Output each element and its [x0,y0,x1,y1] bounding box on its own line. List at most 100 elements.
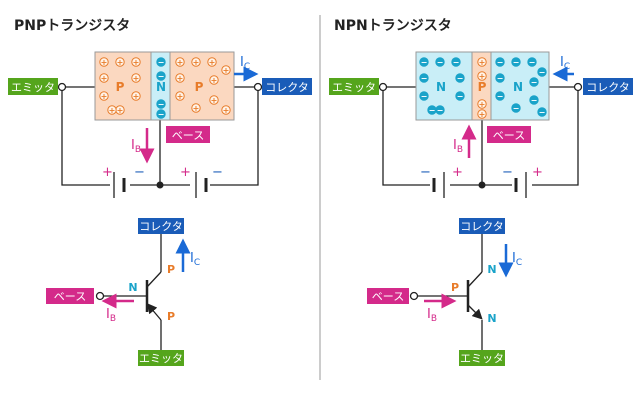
electron-carrier [537,67,547,77]
electron-carrier-sign: − [513,58,520,67]
hole-carrier [207,57,217,67]
npn-symbol-base-label: ベース [372,290,404,303]
hole-carrier [477,109,487,119]
electron-carrier-sign: − [457,74,464,83]
pnp-battery-left-plus: + [102,165,113,180]
hole-carrier [107,105,117,115]
electron-carrier-sign: − [497,74,504,83]
hole-carrier-sign: + [133,58,140,67]
electron-carrier [455,73,465,83]
hole-carrier-sign: + [133,92,140,101]
electron-carrier-sign: − [497,58,504,67]
electron-carrier-sign: − [539,108,546,117]
electron-carrier [427,105,437,115]
pnp-symbol-emitter-arrow [146,303,162,321]
hole-carrier-sign: + [101,74,108,83]
hole-carrier [477,57,487,67]
pnp-symbol-p-bottom: P [167,310,175,323]
npn-collector-tag [583,78,633,95]
pnp-symbol-emitter-tag [138,350,184,366]
npn-battery-left-minus: − [420,165,431,180]
pnp-battery-left-minus: − [134,165,145,180]
pnp-symbol-base-tag [46,288,94,304]
npn-junction-dot [478,181,486,189]
npn-ib-label: IB [453,138,463,155]
npn-symbol-collector-tag [459,218,505,234]
hole-carrier [131,91,141,101]
hole-carrier-sign: + [177,74,184,83]
pnp-collector-tag-label: コレクタ [265,81,309,94]
hole-carrier [99,73,109,83]
npn-symbol: コレクタ エミッタ ベース P N N IC IB [367,218,522,366]
electron-carrier-sign: − [531,78,538,87]
electron-carrier [435,57,445,67]
hole-carrier-sign: + [101,92,108,101]
electron-carrier [419,57,429,67]
pnp-emitter-terminal [57,82,67,92]
electron-carrier-sign: − [531,96,538,105]
electron-carrier [529,77,539,87]
npn-ic-label: IC [560,55,570,72]
hole-carrier-sign: + [479,72,486,81]
pnp-collector-tag [262,78,312,95]
electron-carrier [527,57,537,67]
pnp-base-tag-label: ベース [172,129,204,142]
pnp-symbol-ib-label: IB [106,307,116,324]
hole-carrier [99,91,109,101]
electron-carrier-sign: − [497,92,504,101]
npn-symbol-ic-label: IC [512,251,522,268]
hole-carrier-sign: + [101,58,108,67]
hole-carrier-sign: + [193,104,200,113]
npn-emitter-tag [329,78,379,95]
pnp-title: PNPトランジスタ [14,18,130,34]
electron-carrier [455,91,465,101]
hole-carrier [131,73,141,83]
npn-symbol-n-top: N [487,263,496,276]
electron-carrier [537,107,547,117]
pnp-symbol: コレクタ エミッタ ベース N P P IC IB [46,218,200,366]
pnp-region-right-label: P [195,80,204,94]
hole-carrier [477,71,487,81]
npn-symbol-p-label: P [451,281,459,294]
hole-carrier [115,57,125,67]
electron-carrier-sign: − [421,58,428,67]
electron-carrier-sign: − [457,92,464,101]
npn-symbol-collector-lead [467,271,483,288]
electron-carrier-sign: − [437,106,444,115]
electron-carrier-sign: − [529,58,536,67]
hole-carrier-sign: + [479,110,486,119]
hole-carrier-sign: + [133,74,140,83]
electron-carrier [156,109,166,119]
npn-symbol-ib-label: IB [427,307,437,324]
hole-carrier [191,103,201,113]
pnp-base-tag [166,126,210,143]
npn-battery-right-minus: − [502,165,513,180]
hole-carrier [209,95,219,105]
pnp-symbol-base-label: ベース [54,290,86,303]
electron-carrier [156,71,166,81]
hole-carrier-sign: + [177,58,184,67]
hole-carrier-sign: + [223,106,230,115]
pnp-symbol-collector-tag [138,218,184,234]
npn-collector-terminal [573,82,583,92]
hole-carrier-sign: + [211,76,218,85]
electron-carrier-sign: − [158,72,165,81]
electron-carrier-sign: − [437,58,444,67]
hole-carrier-sign: + [479,58,486,67]
pnp-symbol-n-label: N [128,281,137,294]
npn-region-right-label: N [513,80,523,94]
hole-carrier [175,73,185,83]
pnp-symbol-ic-label: IC [190,251,200,268]
npn-symbol-base-tag [367,288,409,304]
electron-carrier [511,103,521,113]
npn-region-mid-label: P [478,80,487,94]
pnp-panel: PNPトランジスタ + − + − +++++++++−−−−+++++++++… [8,18,312,366]
npn-symbol-collector-label: コレクタ [460,220,504,233]
npn-title: NPNトランジスタ [334,18,452,34]
hole-carrier-sign: + [209,58,216,67]
electron-carrier-sign: − [158,100,165,109]
electron-carrier [419,73,429,83]
pnp-symbol-p-top: P [167,263,175,276]
hole-carrier-sign: + [109,106,116,115]
hole-carrier-sign: + [211,96,218,105]
